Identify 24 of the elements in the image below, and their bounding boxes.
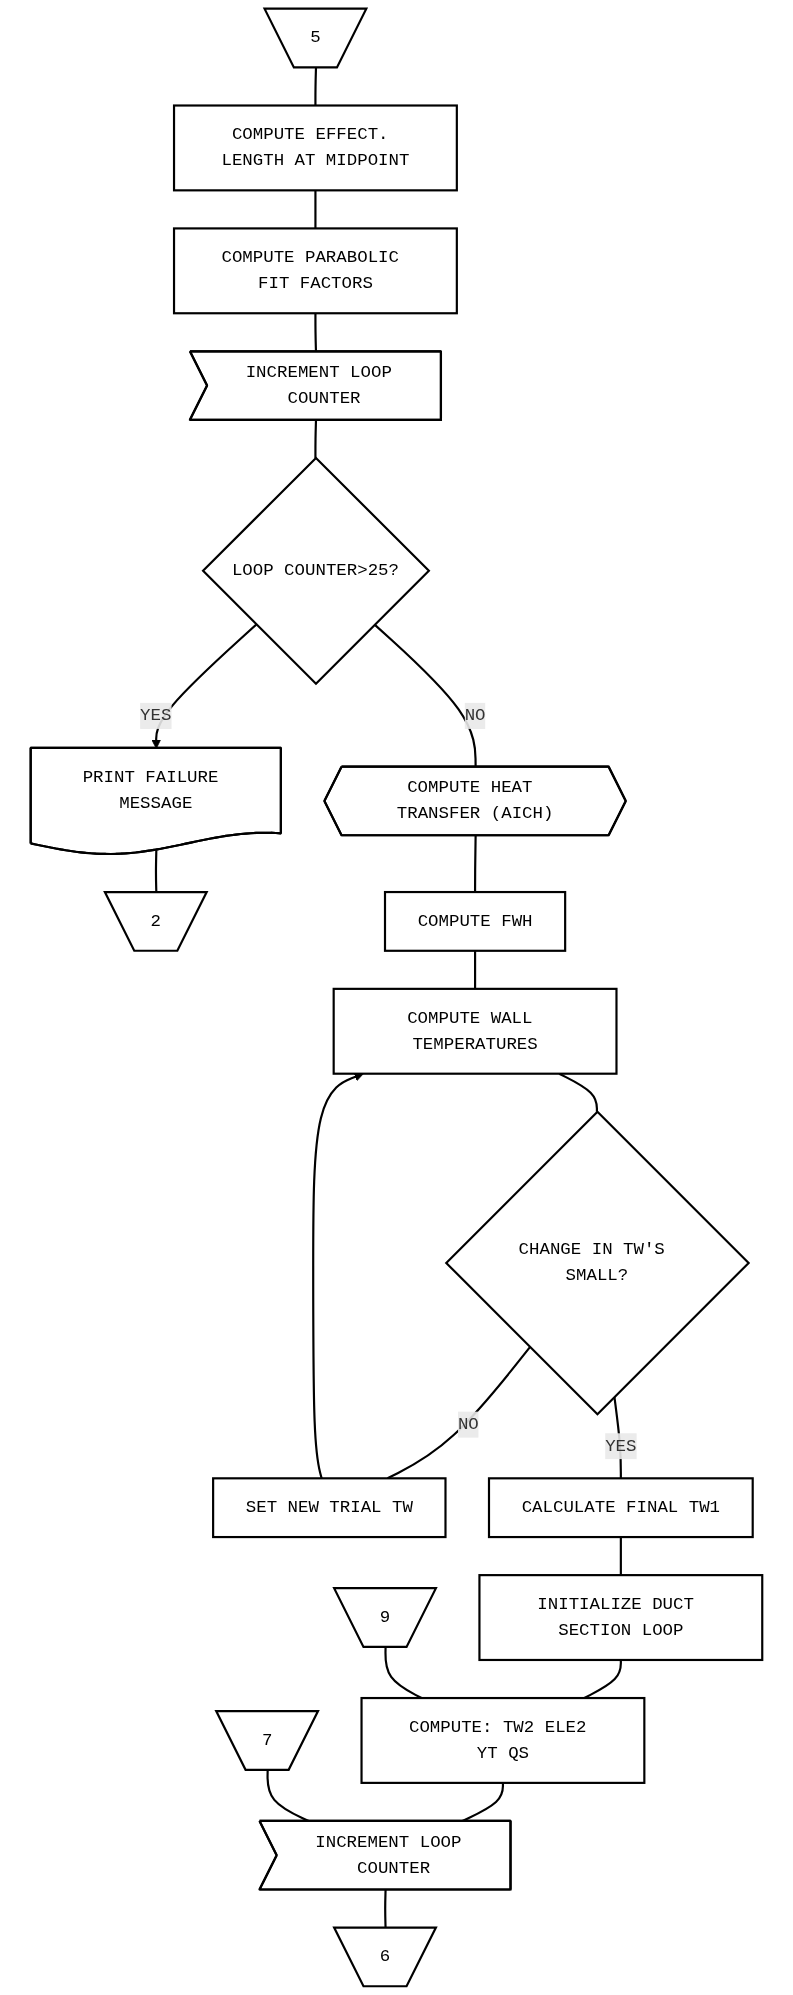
node-box: CALCULATE FINAL TW1 bbox=[487, 1477, 754, 1539]
connector bbox=[583, 1659, 622, 1699]
node-box: COMPUTE EFFECT. LENGTH AT MIDPOINT bbox=[172, 104, 458, 192]
node-box: SET NEW TRIAL TW bbox=[212, 1477, 447, 1539]
edge-label: YES bbox=[605, 1436, 637, 1457]
connector bbox=[154, 850, 158, 893]
connector bbox=[474, 950, 477, 989]
node-box: COMPUTE PARABOLIC FIT FACTORS bbox=[172, 227, 458, 315]
edge-label: YES bbox=[140, 706, 172, 726]
connector bbox=[314, 420, 318, 458]
node-box: COMPUTE FWH bbox=[383, 890, 567, 952]
connector bbox=[314, 190, 317, 229]
connector bbox=[384, 1647, 423, 1699]
connector bbox=[474, 835, 477, 893]
node-box: COMPUTE: TW2 ELE2 YT QS bbox=[360, 1696, 646, 1784]
connector bbox=[619, 1537, 622, 1576]
node-diamond: CHANGE IN TW'S SMALL? bbox=[444, 1110, 751, 1416]
node-diamond: LOOP COUNTER>25? bbox=[201, 456, 431, 686]
edge-label: NO bbox=[464, 706, 486, 726]
edge-label: NO bbox=[457, 1414, 479, 1435]
node-box: COMPUTE WALL TEMPERATURES bbox=[332, 987, 618, 1075]
connector bbox=[314, 313, 318, 352]
node-box: INITIALIZE DUCT SECTION LOOP bbox=[478, 1574, 764, 1662]
connector bbox=[314, 67, 318, 106]
